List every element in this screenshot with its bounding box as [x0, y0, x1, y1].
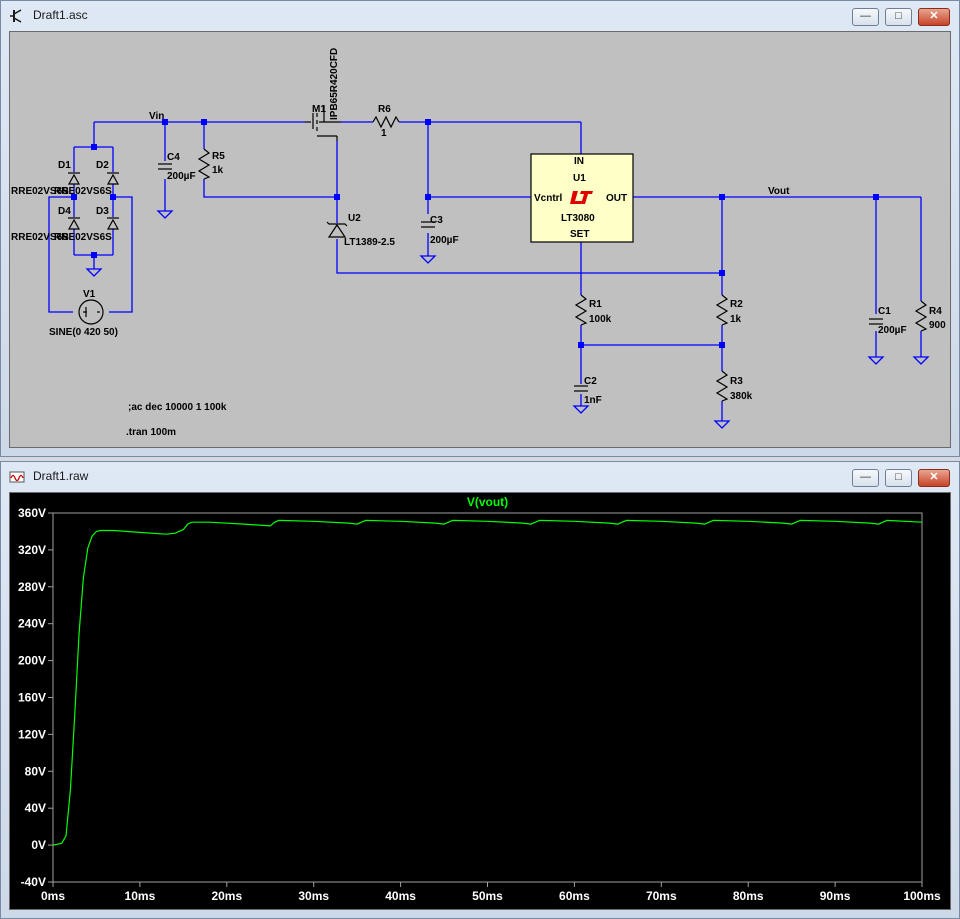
y-tick-label: 240V — [18, 617, 46, 631]
label-d4: D4 — [58, 206, 71, 217]
x-tick-label: 80ms — [733, 889, 764, 903]
minimize-button[interactable]: — — [852, 8, 879, 26]
minimize-button[interactable]: — — [852, 469, 879, 487]
label-c2: C2 — [584, 376, 597, 387]
x-tick-label: 0ms — [41, 889, 65, 903]
label-r6: R6 — [378, 104, 391, 115]
label-vin: Vin — [149, 111, 164, 122]
label-c3-value: 200µF — [430, 235, 459, 246]
label-v1-value: SINE(0 420 50) — [49, 327, 118, 338]
label-u1-in: IN — [574, 156, 584, 167]
window-title: Draft1.asc — [33, 8, 88, 22]
label-c4-value: 200µF — [167, 171, 196, 182]
label-u1-set: SET — [570, 229, 589, 240]
x-tick-label: 30ms — [298, 889, 329, 903]
label-d1: D1 — [58, 160, 71, 171]
label-c3: C3 — [430, 215, 443, 226]
window-title: Draft1.raw — [33, 469, 89, 483]
waveform-window[interactable]: Draft1.raw — □ ✕ -40V 0V 40V 80V 120V 160V 200… — [0, 461, 960, 919]
label-r4-value: 900 — [929, 320, 946, 331]
schematic-labels: Vin Vout M1 IPB65R420CFD R6 1 C4 200µF R… — [11, 48, 946, 438]
label-r2-value: 1k — [730, 314, 742, 325]
x-tick-label: 50ms — [472, 889, 503, 903]
junctions — [71, 119, 879, 348]
x-tick-label: 100ms — [903, 889, 941, 903]
x-tick-label: 60ms — [559, 889, 590, 903]
label-d1-part: RRE02VS6S — [11, 186, 69, 197]
x-tick-label: 20ms — [211, 889, 242, 903]
components — [67, 105, 928, 402]
waveform-titlebar[interactable]: Draft1.raw — □ ✕ — [1, 462, 959, 492]
y-tick-label: 200V — [18, 654, 46, 668]
label-u2-part: LT1389-2.5 — [344, 237, 395, 248]
schematic-drawing[interactable]: Vin Vout M1 IPB65R420CFD R6 1 C4 200µF R… — [10, 32, 952, 450]
waveform-plot-pane[interactable]: -40V 0V 40V 80V 120V 160V 200V 240V 280V 320V 360V… — [9, 492, 951, 910]
maximize-button[interactable]: □ — [885, 8, 912, 26]
label-u1-out: OUT — [606, 193, 627, 204]
close-button[interactable]: ✕ — [918, 469, 950, 487]
label-c1-value: 200µF — [878, 325, 907, 336]
schematic-canvas[interactable]: Vin Vout M1 IPB65R420CFD R6 1 C4 200µF R… — [9, 31, 951, 448]
label-r2: R2 — [730, 299, 743, 310]
label-r3: R3 — [730, 376, 743, 387]
schematic-titlebar[interactable]: Draft1.asc — □ ✕ — [1, 1, 959, 31]
label-d3: D3 — [96, 206, 109, 217]
transistor-icon — [10, 9, 22, 23]
waveform-icon — [9, 471, 25, 483]
plot-frame — [52, 512, 923, 883]
y-tick-label: 320V — [18, 543, 46, 557]
label-c2-value: 1nF — [584, 395, 602, 406]
y-tick-label: 0V — [31, 838, 46, 852]
label-r5-value: 1k — [212, 165, 224, 176]
y-tick-label: 360V — [18, 506, 46, 520]
series-line-vout — [52, 519, 923, 846]
label-d2: D2 — [96, 160, 109, 171]
y-tick-label: 120V — [18, 727, 46, 741]
label-u1-part: LT3080 — [561, 213, 595, 224]
y-tick-label: 80V — [25, 764, 46, 778]
label-v1: V1 — [83, 289, 96, 300]
label-c1: C1 — [878, 306, 891, 317]
lt-logo-icon — [570, 191, 593, 204]
y-tick-label: -40V — [21, 875, 46, 889]
x-tick-label: 40ms — [385, 889, 416, 903]
trace-title[interactable]: V(vout) — [467, 495, 508, 509]
y-tick-label: 280V — [18, 580, 46, 594]
label-r3-value: 380k — [730, 391, 753, 402]
label-r1-value: 100k — [589, 314, 612, 325]
schematic-window[interactable]: Draft1.asc — □ ✕ — [0, 0, 960, 457]
x-tick-label: 70ms — [646, 889, 677, 903]
lt3080-ic[interactable] — [530, 153, 634, 243]
y-tick-label: 160V — [18, 691, 46, 705]
label-r1: R1 — [589, 299, 602, 310]
label-r5: R5 — [212, 151, 225, 162]
label-d4-part: RRE02VS6S — [11, 232, 69, 243]
label-m1: M1 — [312, 104, 326, 115]
close-button[interactable]: ✕ — [918, 8, 950, 26]
spice-directive-ac[interactable]: ;ac dec 10000 1 100k — [128, 402, 227, 413]
x-tick-label: 10ms — [125, 889, 156, 903]
label-m1-part: IPB65R420CFD — [329, 48, 340, 120]
label-d3-part: RRE02VS6S — [54, 232, 112, 243]
label-d2-part: RRE02VS6S — [54, 186, 112, 197]
label-u2: U2 — [348, 213, 361, 224]
wires — [48, 121, 922, 421]
x-tick-label: 90ms — [820, 889, 851, 903]
label-c4: C4 — [167, 152, 180, 163]
label-r4: R4 — [929, 306, 942, 317]
spice-directive-tran[interactable]: .tran 100m — [126, 427, 176, 438]
label-vout: Vout — [768, 186, 790, 197]
waveform-plot[interactable]: -40V 0V 40V 80V 120V 160V 200V 240V 280V 320V 360V… — [10, 493, 952, 911]
ground-symbols — [85, 210, 930, 429]
label-r6-value: 1 — [381, 128, 387, 139]
label-u1: U1 — [573, 173, 586, 184]
maximize-button[interactable]: □ — [885, 469, 912, 487]
label-u1-vcntrl: Vcntrl — [534, 193, 563, 204]
y-tick-label: 40V — [25, 801, 46, 815]
